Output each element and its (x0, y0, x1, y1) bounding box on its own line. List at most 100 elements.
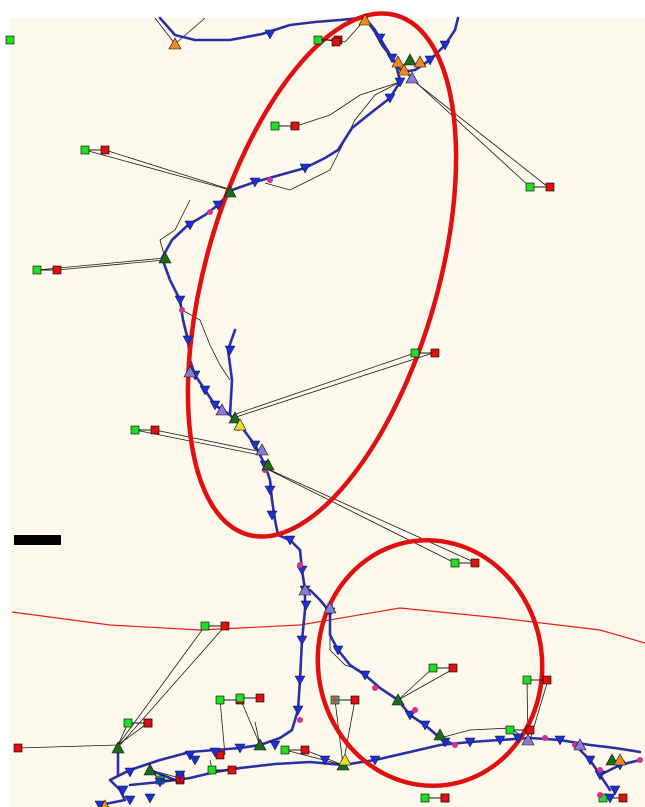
route-node-down-triangle-icon[interactable] (249, 177, 261, 188)
station-green-square-icon[interactable] (80, 145, 90, 155)
route-node-down-triangle-icon[interactable] (264, 485, 276, 496)
route-node-down-triangle-icon[interactable] (494, 735, 506, 746)
route-node-down-triangle-icon[interactable] (184, 750, 196, 761)
route-node-down-triangle-icon[interactable] (386, 53, 398, 64)
route-node-down-triangle-icon[interactable] (424, 55, 436, 66)
station-red-square-icon[interactable] (300, 745, 310, 755)
route-node-down-triangle-icon[interactable] (439, 40, 451, 51)
station-green-square-icon[interactable] (280, 745, 290, 755)
junction-up-triangle-icon[interactable] (433, 728, 447, 741)
route-node-down-triangle-icon[interactable] (209, 747, 221, 758)
junction-up-triangle-icon[interactable] (255, 443, 269, 456)
station-green-square-icon[interactable] (32, 265, 42, 275)
route-node-down-triangle-icon[interactable] (512, 733, 524, 744)
junction-up-triangle-icon[interactable] (323, 601, 337, 614)
station-green-square-icon[interactable] (313, 35, 323, 45)
junction-up-triangle-icon[interactable] (613, 753, 627, 766)
route-nodes[interactable] (94, 13, 643, 807)
route-node-down-triangle-icon[interactable] (584, 755, 596, 766)
route-node-dot-icon[interactable] (297, 562, 303, 568)
route-node-down-triangle-icon[interactable] (604, 793, 616, 804)
route-node-down-triangle-icon[interactable] (359, 670, 371, 681)
route-node-down-triangle-icon[interactable] (184, 220, 196, 231)
junction-up-triangle-icon[interactable] (298, 583, 312, 596)
station-green-square-icon[interactable] (123, 718, 133, 728)
junction-up-triangle-icon[interactable] (403, 53, 417, 66)
route-node-down-triangle-icon[interactable] (209, 400, 221, 411)
stations[interactable] (5, 35, 628, 803)
station-red-square-icon[interactable] (227, 765, 237, 775)
route-node-down-triangle-icon[interactable] (464, 737, 476, 748)
route-node-down-triangle-icon[interactable] (182, 335, 194, 346)
junction-up-triangle-icon[interactable] (233, 418, 247, 431)
route-node-down-triangle-icon[interactable] (269, 740, 281, 751)
station-green-square-icon[interactable] (207, 765, 217, 775)
route-node-dot-icon[interactable] (332, 697, 338, 703)
route-node-down-triangle-icon[interactable] (299, 163, 311, 174)
junction-up-triangle-icon[interactable] (99, 799, 111, 807)
route-node-down-triangle-icon[interactable] (609, 785, 621, 796)
station-green-square-icon[interactable] (428, 663, 438, 673)
station-red-square-icon[interactable] (331, 37, 341, 47)
junction-up-triangle-icon[interactable] (521, 733, 535, 746)
route-node-dot-icon[interactable] (637, 757, 643, 763)
junction-up-triangle-icon[interactable] (573, 738, 587, 751)
station-green-square-icon[interactable] (505, 725, 515, 735)
route-node-down-triangle-icon[interactable] (212, 200, 224, 211)
route-node-down-triangle-icon[interactable] (294, 675, 306, 686)
route-node-down-triangle-icon[interactable] (419, 720, 431, 731)
junction-up-triangle-icon[interactable] (143, 763, 157, 776)
station-red-square-icon[interactable] (220, 621, 230, 631)
route-node-down-triangle-icon[interactable] (554, 735, 566, 746)
station-red-square-icon[interactable] (542, 675, 552, 685)
route-node-dot-icon[interactable] (179, 307, 185, 313)
station-green-square-icon[interactable] (200, 621, 210, 631)
station-red-square-icon[interactable] (143, 718, 153, 728)
station-red-square-icon[interactable] (52, 265, 62, 275)
route-node-down-triangle-icon[interactable] (319, 755, 331, 766)
route-node-down-triangle-icon[interactable] (292, 705, 304, 716)
station-red-square-icon[interactable] (618, 793, 628, 803)
station-green-square-icon[interactable] (410, 348, 420, 358)
route-node-down-triangle-icon[interactable] (154, 777, 166, 788)
station-red-square-icon[interactable] (100, 145, 110, 155)
route-node-down-triangle-icon[interactable] (249, 440, 261, 451)
station-green-square-icon[interactable] (420, 793, 430, 803)
route-node-down-triangle-icon[interactable] (296, 635, 308, 646)
route-node-down-triangle-icon[interactable] (174, 770, 186, 781)
route-node-dot-icon[interactable] (207, 209, 213, 215)
station-red-square-icon[interactable] (150, 425, 160, 435)
route-node-down-triangle-icon[interactable] (144, 793, 156, 804)
junction-up-triangle-icon[interactable] (358, 13, 372, 26)
station-green-square-icon[interactable] (450, 558, 460, 568)
route-node-down-triangle-icon[interactable] (124, 767, 136, 778)
junction-up-triangle-icon[interactable] (405, 71, 419, 84)
route-node-dot-icon[interactable] (297, 717, 303, 723)
station-red-square-icon[interactable] (255, 693, 265, 703)
station-red-square-icon[interactable] (525, 725, 535, 735)
junction-up-triangle-icon[interactable] (391, 693, 405, 706)
route-node-down-triangle-icon[interactable] (332, 645, 344, 656)
station-red-square-icon[interactable] (448, 663, 458, 673)
junction-up-triangle-icon[interactable] (215, 403, 229, 416)
route-node-down-triangle-icon[interactable] (264, 29, 276, 40)
junction-up-triangle-icon[interactable] (397, 63, 411, 76)
route-node-dot-icon[interactable] (372, 685, 378, 691)
junction-up-triangle-icon[interactable] (158, 251, 172, 264)
station-green-square-icon[interactable] (5, 35, 15, 45)
junction-up-triangle-icon[interactable] (168, 37, 182, 50)
junction-up-triangle-icon[interactable] (261, 458, 275, 471)
route-node-dot-icon[interactable] (597, 792, 603, 798)
route-node-down-triangle-icon[interactable] (369, 755, 381, 766)
station-red-square-icon[interactable] (440, 793, 450, 803)
route-node-down-triangle-icon[interactable] (174, 295, 186, 306)
route-node-down-triangle-icon[interactable] (117, 785, 129, 796)
station-red-square-icon[interactable] (350, 695, 360, 705)
route-node-down-triangle-icon[interactable] (300, 600, 312, 611)
junction-up-triangle-icon[interactable] (111, 741, 125, 754)
junction-up-triangle-icon[interactable] (391, 55, 405, 68)
junction-up-triangle-icon[interactable] (228, 411, 242, 424)
junction-up-triangle-icon[interactable] (413, 55, 427, 68)
route-node-down-triangle-icon[interactable] (404, 710, 416, 721)
